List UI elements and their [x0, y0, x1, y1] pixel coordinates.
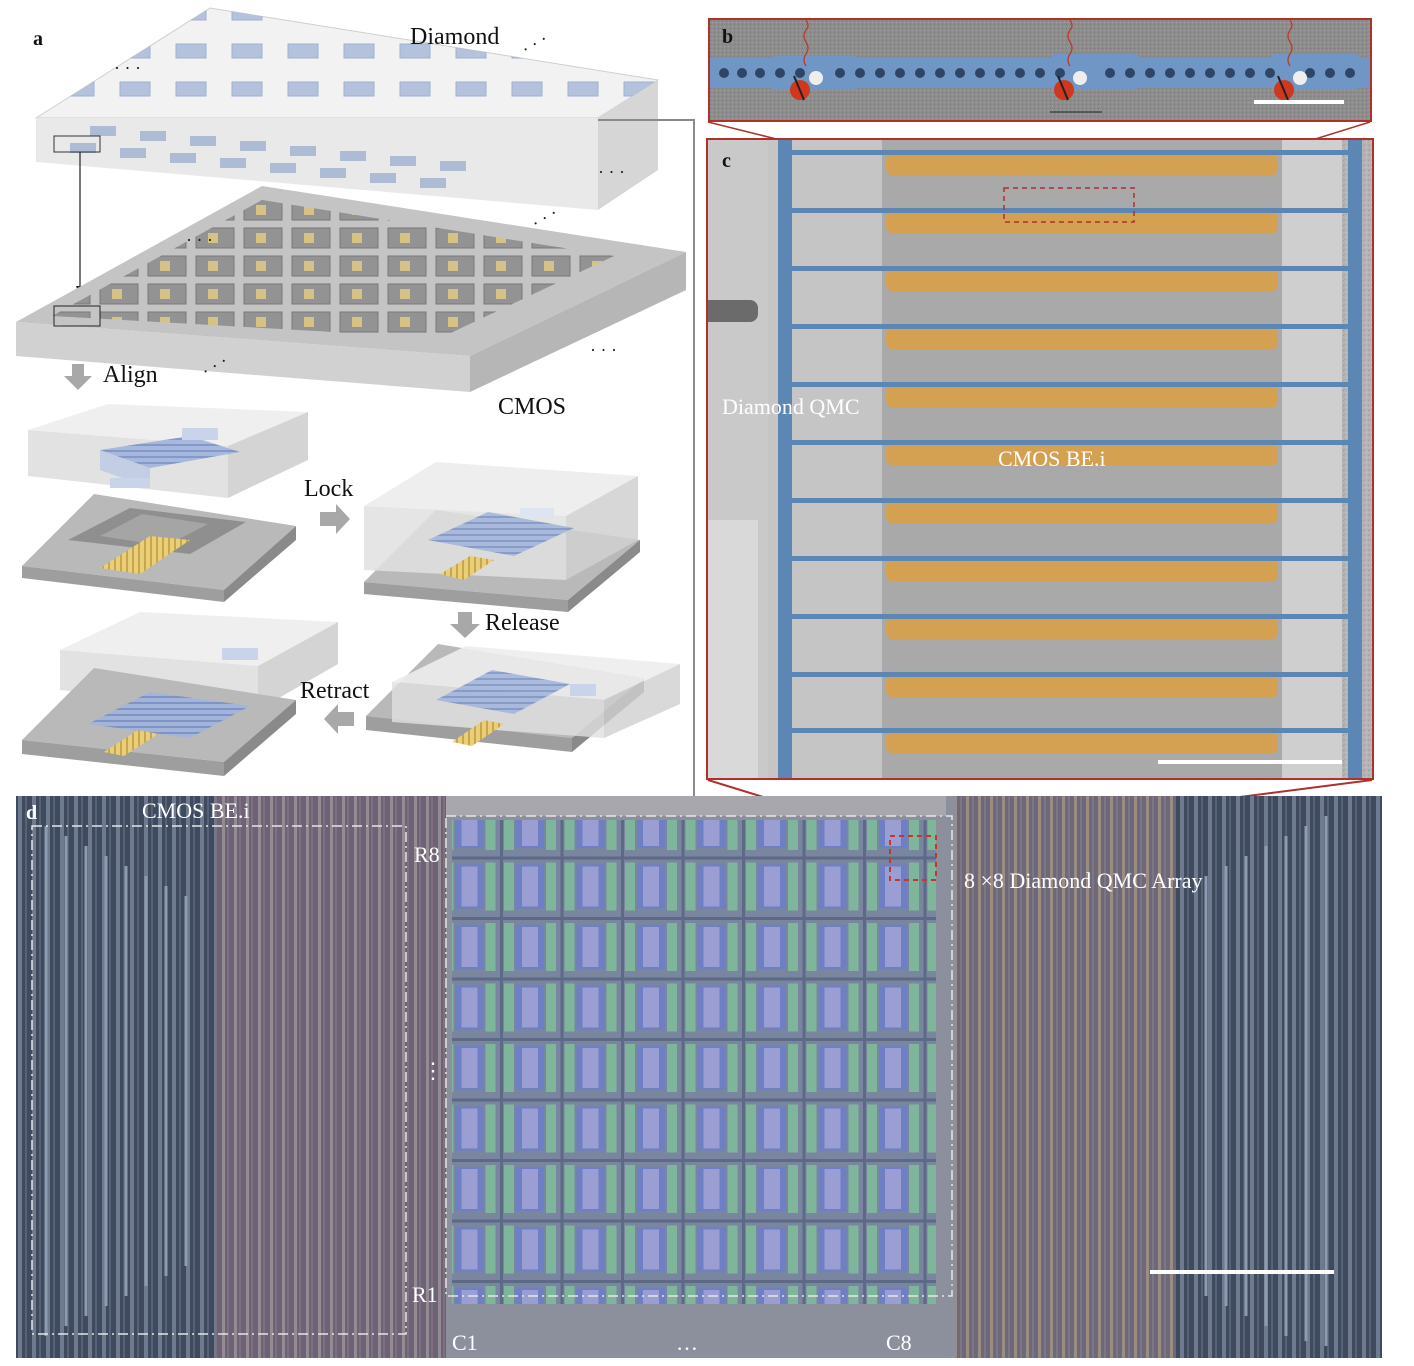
- chip-micrograph: [16, 796, 1382, 1358]
- step-lock-illustration: [364, 462, 640, 612]
- row-label-top: R8: [414, 842, 440, 867]
- svg-text:· · ·: · · ·: [114, 58, 141, 78]
- svg-text:· · ·: · · ·: [598, 162, 625, 182]
- retract-arrow-icon: [324, 704, 354, 734]
- panel-a: · · · · · · · · · · · · · · · · · · · · …: [0, 0, 700, 780]
- cmos-bei-label: CMOS BE.i: [998, 446, 1106, 471]
- step-release-label: Release: [485, 610, 560, 636]
- spin-qubit-icon: [790, 20, 823, 101]
- photonic-crystal-waveguide: [710, 20, 1370, 120]
- align-arrow-icon: [64, 364, 92, 390]
- step-align-label: Align: [103, 362, 158, 388]
- zoom-region-box: [1003, 187, 1135, 223]
- step-release-illustration: [366, 644, 680, 752]
- qmc-array-region-box: [445, 815, 953, 1297]
- cmos-slab: [16, 186, 686, 392]
- scale-bar: [1150, 1270, 1334, 1274]
- panel-a-letter: a: [33, 28, 43, 50]
- cmos-label: CMOS: [498, 394, 567, 420]
- sem-image: [708, 140, 1372, 778]
- cmos-bei-region-box: [31, 825, 407, 1335]
- row-ellipsis: ⋮: [422, 1058, 444, 1083]
- svg-text:· · ·: · · ·: [186, 230, 213, 250]
- panel-a-illustration: · · · · · · · · · · · · · · · · · · · · …: [16, 7, 686, 776]
- spin-qubit-icon: [1054, 20, 1087, 101]
- step-align-illustration: [22, 404, 308, 602]
- cmos-bei-label-d: CMOS BE.i: [142, 798, 250, 823]
- col-label-left: C1: [452, 1330, 478, 1355]
- svg-text:· · ·: · · ·: [590, 340, 617, 360]
- row-label-bottom: R1: [412, 1282, 438, 1307]
- panel-c-letter: c: [722, 150, 731, 172]
- scale-bar: [1158, 760, 1342, 764]
- panel-b-letter: b: [722, 26, 734, 48]
- diamond-qmc-label: Diamond QMC: [722, 394, 860, 419]
- panel-d: [16, 796, 1382, 1358]
- panel-b: [708, 18, 1372, 122]
- panel-d-letter: d: [26, 802, 38, 824]
- col-ellipsis: …: [676, 1330, 698, 1355]
- step-retract-label: Retract: [300, 678, 370, 704]
- col-label-right: C8: [886, 1330, 912, 1355]
- diamond-slab: [34, 7, 660, 210]
- scale-bar: [1254, 100, 1344, 104]
- panel-c: [706, 138, 1374, 780]
- lock-arrow-icon: [320, 504, 350, 534]
- step-retract-illustration: [22, 612, 338, 776]
- diamond-label: Diamond: [410, 24, 500, 50]
- step-lock-label: Lock: [304, 476, 354, 502]
- spin-qubit-icon: [1274, 20, 1307, 101]
- release-arrow-icon: [450, 612, 480, 638]
- qmc-array-label: 8 ×8 Diamond QMC Array: [964, 868, 1203, 893]
- zoom-cell-box: [889, 835, 937, 881]
